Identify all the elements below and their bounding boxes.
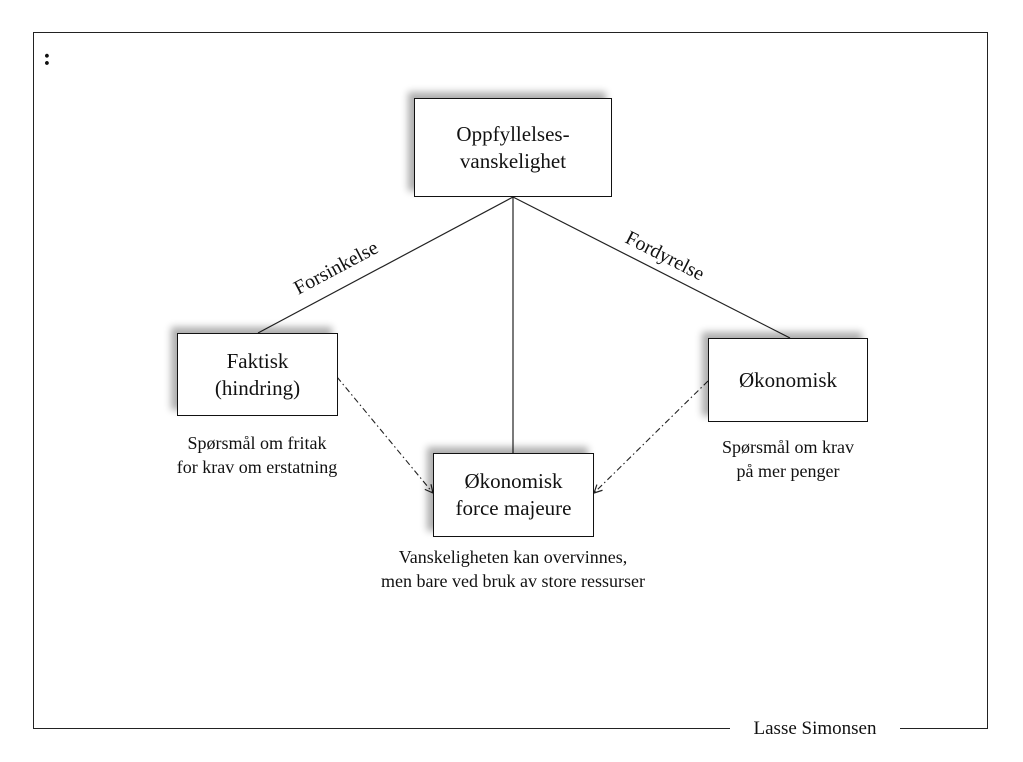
caption-faktisk-line1: Spørsmål om fritak (187, 433, 327, 453)
corner-marker: : (43, 45, 51, 71)
node-oppfyllelsesvanskelighet: Oppfyllelses- vanskelighet (414, 98, 612, 197)
dashed-arrow-faktisk-to-okonomisk-fm (336, 376, 433, 493)
caption-faktisk: Spørsmål om fritak for krav om erstatnin… (132, 431, 382, 479)
node-okonomisk-fm-line1: Økonomisk (464, 469, 563, 493)
caption-okonomisk-fm-line1: Vanskeligheten kan overvinnes, (398, 547, 628, 567)
node-oppfyllelsesvanskelighet-line2: vanskelighet (459, 148, 567, 173)
node-faktisk-line1: Faktisk (226, 348, 289, 373)
edge-root-to-faktisk (257, 196, 514, 334)
caption-faktisk-line2: for krav om erstatning (176, 457, 338, 477)
caption-okonomisk-force-majeure: Vanskeligheten kan overvinnes, men bare … (343, 545, 683, 593)
caption-okonomisk-line2: på mer penger (736, 461, 840, 481)
caption-okonomisk-fm-line2: men bare ved bruk av store ressurser (381, 571, 645, 591)
node-faktisk-hindring: Faktisk (hindring) (177, 333, 338, 416)
frame-bottom-line-left (33, 728, 730, 729)
node-okonomisk-fm-line2: force majeure (455, 496, 572, 520)
node-okonomisk-force-majeure: Økonomisk force majeure (433, 453, 594, 537)
diagram-frame (33, 32, 988, 729)
edge-root-to-okonomisk (512, 196, 791, 339)
node-okonomisk: Økonomisk (708, 338, 868, 422)
node-oppfyllelsesvanskelighet-line1: Oppfyllelses- (456, 121, 570, 146)
author-credit: Lasse Simonsen (753, 718, 877, 739)
caption-okonomisk-line1: Spørsmål om krav (722, 437, 854, 457)
frame-bottom-line-right (900, 728, 988, 729)
node-okonomisk-line1: Økonomisk (738, 367, 837, 392)
node-faktisk-line2: (hindring) (214, 375, 301, 400)
caption-okonomisk: Spørsmål om krav på mer penger (688, 435, 888, 483)
